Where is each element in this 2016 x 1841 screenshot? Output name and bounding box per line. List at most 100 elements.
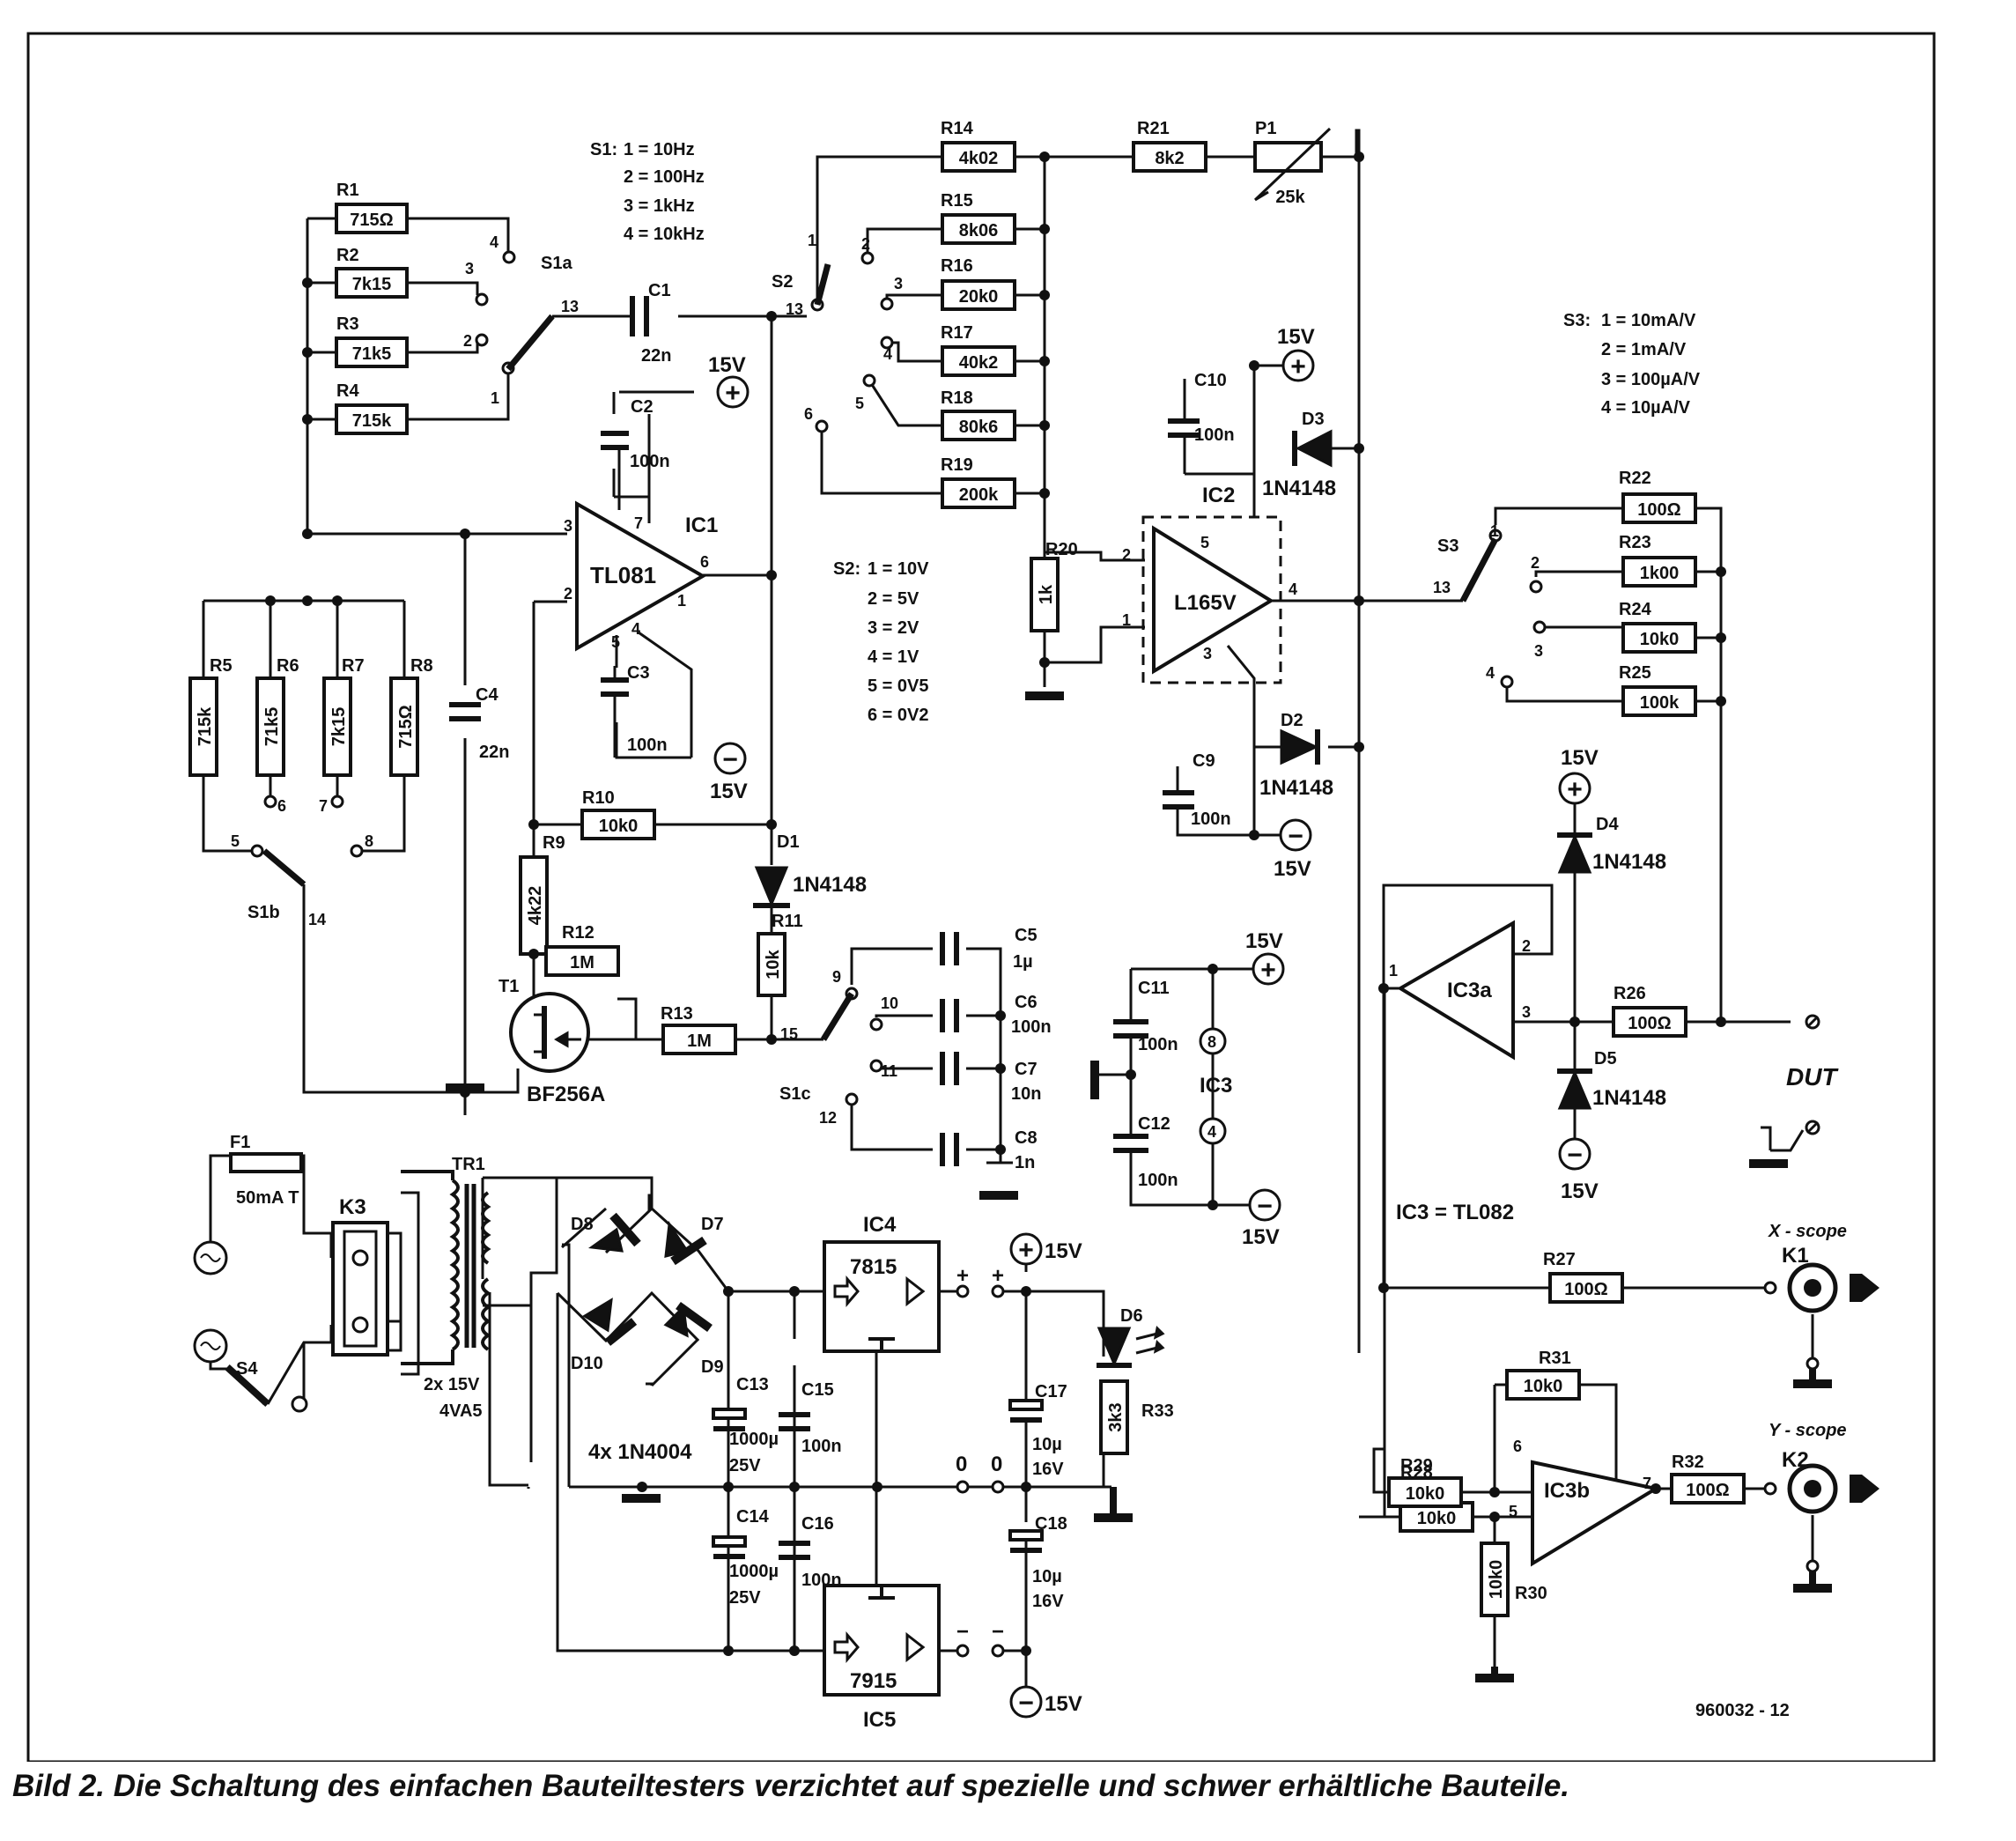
potentiometer-wiper xyxy=(1253,127,1332,202)
svg-text:D8: D8 xyxy=(571,1215,594,1234)
svg-text:80k6: 80k6 xyxy=(959,418,999,437)
svg-text:R25: R25 xyxy=(1619,663,1651,683)
svg-text:S1c: S1c xyxy=(779,1084,811,1104)
svg-text:71k5: 71k5 xyxy=(262,707,282,747)
svg-text:+: + xyxy=(1018,1236,1034,1265)
svg-text:6: 6 xyxy=(700,553,709,571)
svg-text:BF256A: BF256A xyxy=(527,1083,605,1106)
svg-text:X - scope: X - scope xyxy=(1768,1222,1847,1241)
switch-s4 xyxy=(225,1364,270,1407)
svg-text:25k: 25k xyxy=(1275,188,1305,207)
resistor-r12 xyxy=(544,945,620,977)
svg-text:P1: P1 xyxy=(1255,119,1276,138)
svg-text:10k0: 10k0 xyxy=(1524,1377,1563,1396)
svg-text:R17: R17 xyxy=(941,323,973,343)
supply-minus-d5 xyxy=(1558,1137,1591,1171)
regulator-ic4-gnd xyxy=(868,1337,895,1351)
svg-text:S3: S3 xyxy=(1437,536,1458,556)
svg-text:13: 13 xyxy=(561,298,579,315)
connector-k1 xyxy=(1787,1262,1879,1313)
transistor-t1 xyxy=(509,992,590,1073)
svg-text:2: 2 xyxy=(1531,554,1540,572)
svg-text:D1: D1 xyxy=(777,832,800,852)
svg-text:50mA T: 50mA T xyxy=(236,1188,299,1208)
svg-text:TR1: TR1 xyxy=(452,1155,485,1174)
svg-text:4: 4 xyxy=(1289,580,1297,598)
svg-text:IC1: IC1 xyxy=(685,514,718,537)
resistor-r19 xyxy=(941,477,1016,509)
svg-text:15V: 15V xyxy=(708,353,746,377)
svg-text:3 = 1kHz: 3 = 1kHz xyxy=(624,196,695,216)
regulator-ic5 xyxy=(823,1584,941,1697)
svg-text:C14: C14 xyxy=(736,1507,770,1527)
svg-text:R15: R15 xyxy=(941,191,973,211)
diode-d2 xyxy=(1280,728,1320,765)
resistor-r7 xyxy=(322,677,352,777)
svg-text:R26: R26 xyxy=(1614,984,1646,1003)
misc-labels: T1 BF256A TR1 2x 15V 4VA5 F1 50mA T K3 K… xyxy=(230,977,1847,1720)
svg-text:−: − xyxy=(992,1620,1004,1644)
svg-text:2 = 100Hz: 2 = 100Hz xyxy=(624,167,705,187)
svg-text:5: 5 xyxy=(611,633,620,651)
resistor-r9 xyxy=(519,855,549,956)
resistor-r1 xyxy=(335,203,409,234)
svg-text:D6: D6 xyxy=(1120,1306,1143,1326)
capacitor-c18 xyxy=(1008,1529,1044,1553)
svg-text:R2: R2 xyxy=(336,246,359,265)
resistor-r15 xyxy=(941,213,1016,245)
svg-text:2: 2 xyxy=(861,235,870,253)
svg-text:100n: 100n xyxy=(1194,425,1235,445)
svg-text:R11: R11 xyxy=(772,912,803,931)
svg-text:DUT: DUT xyxy=(1786,1063,1839,1091)
capacitor-c2 xyxy=(601,431,629,450)
svg-text:R14: R14 xyxy=(941,119,974,138)
svg-text:4 = 10kHz: 4 = 10kHz xyxy=(624,225,705,244)
svg-text:S1a: S1a xyxy=(541,254,572,273)
svg-text:C6: C6 xyxy=(1015,993,1038,1012)
svg-text:+: + xyxy=(1260,956,1276,985)
capacitor-c13 xyxy=(712,1291,747,1487)
svg-text:13: 13 xyxy=(786,300,803,318)
svg-text:D4: D4 xyxy=(1596,815,1619,834)
svg-text:3: 3 xyxy=(465,260,474,277)
svg-text:8: 8 xyxy=(365,832,373,850)
svg-text:2: 2 xyxy=(463,332,472,350)
ground-ic3 xyxy=(1090,1061,1099,1099)
svg-text:2: 2 xyxy=(1122,546,1131,564)
capacitor-c1 xyxy=(630,296,649,336)
capacitor-c16 xyxy=(779,1541,810,1560)
svg-text:1N4148: 1N4148 xyxy=(1259,776,1333,800)
svg-text:R22: R22 xyxy=(1619,469,1651,488)
svg-text:D7: D7 xyxy=(701,1215,724,1234)
ground-c5-c8 xyxy=(979,1191,1018,1200)
svg-text:1 = 10V: 1 = 10V xyxy=(868,559,929,579)
resistor-r23 xyxy=(1621,556,1697,588)
ic2-dashed-box xyxy=(1141,515,1282,684)
svg-text:100Ω: 100Ω xyxy=(1637,500,1680,520)
svg-text:C17: C17 xyxy=(1035,1382,1067,1401)
svg-text:715k: 715k xyxy=(196,706,215,746)
ground-r33 xyxy=(1094,1513,1133,1522)
svg-text:10k0: 10k0 xyxy=(1417,1509,1457,1528)
svg-text:5: 5 xyxy=(1509,1503,1518,1520)
resistor-r14 xyxy=(941,141,1016,173)
svg-text:C18: C18 xyxy=(1035,1514,1067,1534)
svg-text:C7: C7 xyxy=(1015,1060,1038,1079)
svg-text:C9: C9 xyxy=(1193,751,1215,771)
svg-text:4: 4 xyxy=(883,345,892,363)
svg-text:10µ: 10µ xyxy=(1032,1567,1062,1586)
svg-text:1 = 10mA/V: 1 = 10mA/V xyxy=(1601,311,1696,330)
svg-text:IC4: IC4 xyxy=(863,1213,897,1237)
capacitor-c12 xyxy=(1113,1117,1148,1170)
svg-text:3: 3 xyxy=(1522,1003,1531,1021)
svg-text:25V: 25V xyxy=(729,1456,761,1475)
resistor-value-labels: 715Ω 7k15 71k5 715k 4k02 8k06 20k0 40k2 … xyxy=(196,149,1730,1599)
junction-dots xyxy=(265,152,1726,1656)
regulator-ic5-arrows xyxy=(833,1630,926,1664)
svg-text:R33: R33 xyxy=(1141,1401,1174,1421)
resistor-r13 xyxy=(661,1024,737,1055)
svg-text:C5: C5 xyxy=(1015,926,1038,945)
svg-text:100k: 100k xyxy=(1640,693,1680,713)
svg-text:3: 3 xyxy=(1534,642,1543,660)
